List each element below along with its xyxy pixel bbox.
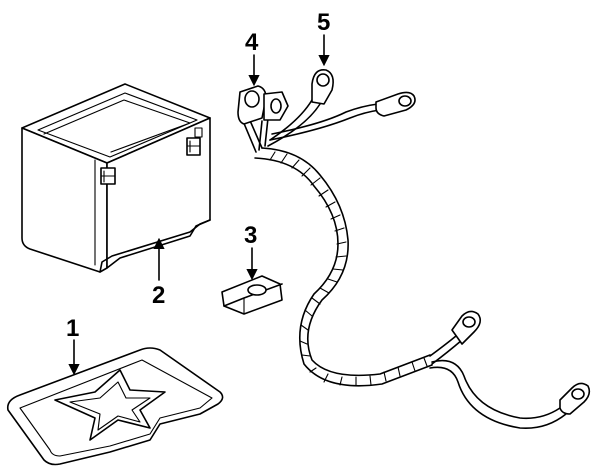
battery-tray	[6, 347, 224, 466]
callout-2: 2	[152, 237, 165, 309]
callout-label-2: 2	[152, 282, 165, 309]
battery-cable-assembly	[237, 68, 591, 430]
callout-label-4: 4	[245, 29, 259, 56]
callout-5: 5	[317, 9, 330, 67]
callout-label-3: 3	[244, 222, 257, 249]
callout-label-5: 5	[317, 9, 330, 36]
battery-box	[21, 83, 211, 273]
callout-1: 1	[66, 315, 80, 376]
hold-down-bracket	[221, 275, 283, 315]
callout-4: 4	[245, 29, 260, 87]
callout-3: 3	[244, 222, 258, 281]
callout-label-1: 1	[66, 315, 79, 342]
